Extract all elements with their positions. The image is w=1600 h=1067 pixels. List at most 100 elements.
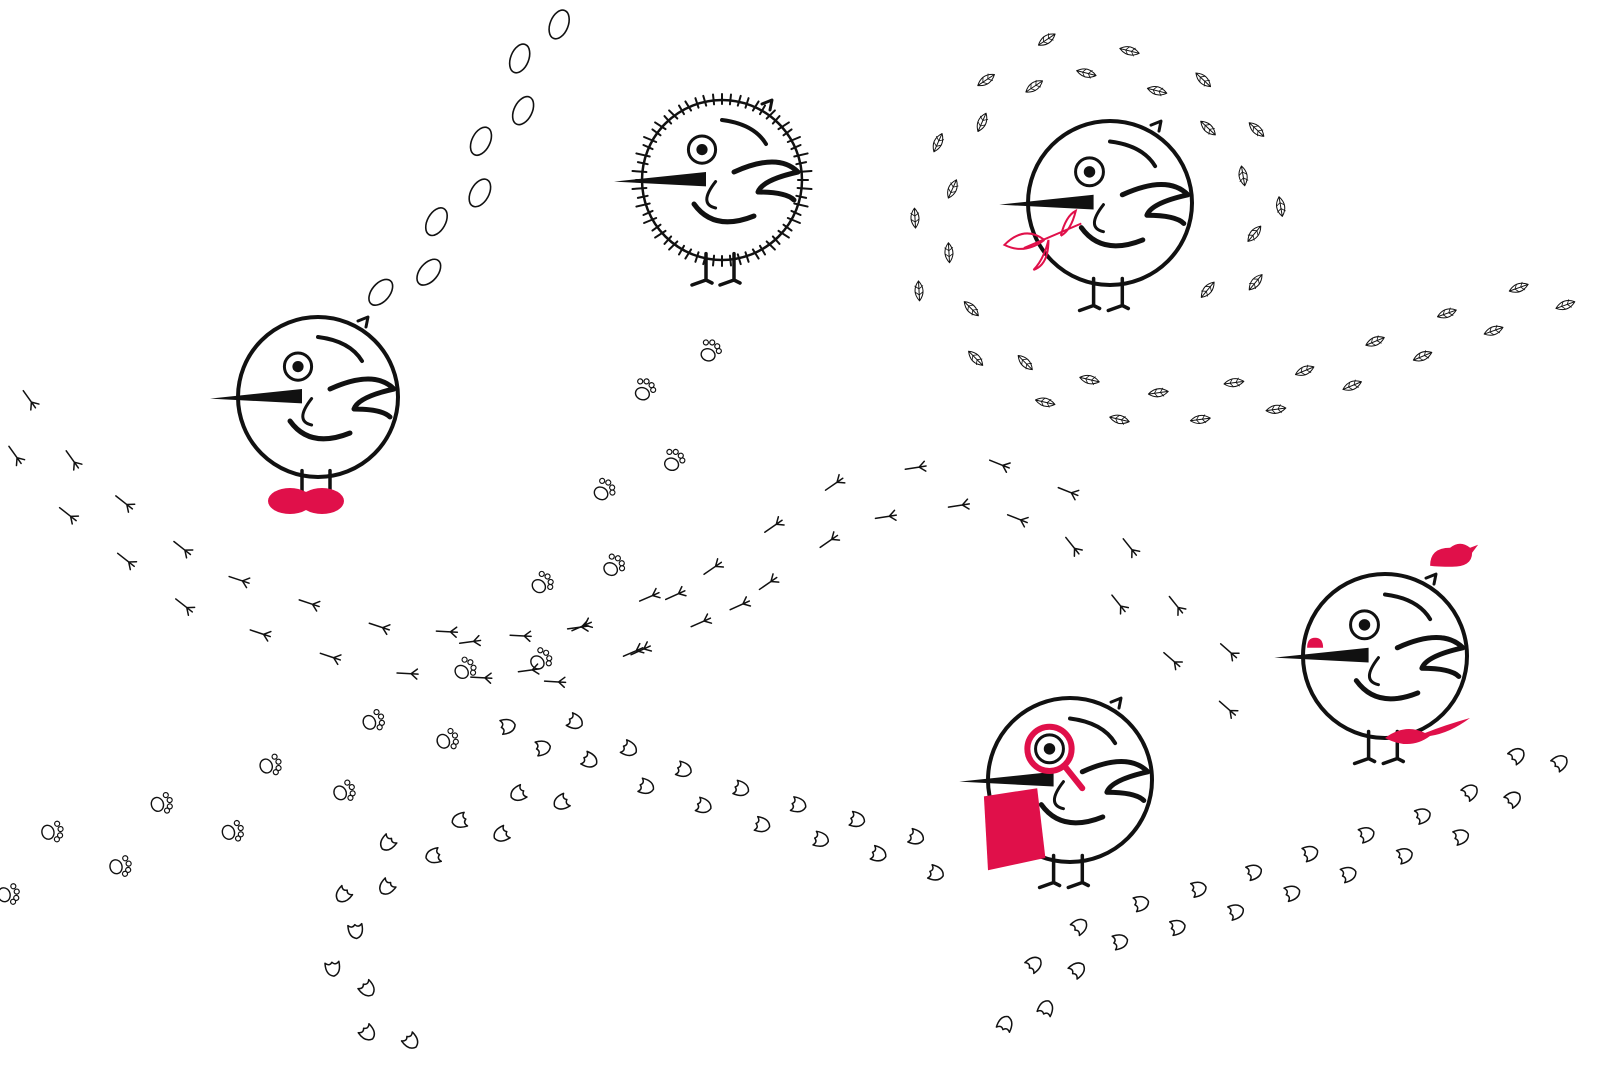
bird-prints-mark xyxy=(65,450,83,471)
hoof-prints-mark xyxy=(1452,829,1470,846)
shoe-prints xyxy=(368,9,570,307)
hoof-prints-mark xyxy=(674,760,692,778)
leaf-trail-mark xyxy=(932,133,945,153)
hoof-prints-mark xyxy=(926,863,944,881)
bird-prints-mark xyxy=(1219,643,1240,662)
beak-icon xyxy=(1274,647,1369,663)
beak-icon xyxy=(210,389,302,404)
bird-prints-mark xyxy=(1218,700,1239,719)
bird-prints-mark xyxy=(819,531,841,549)
leaf-trail-mark xyxy=(963,301,979,317)
magnifier-handle-icon xyxy=(1062,764,1086,792)
leaf-trail-mark xyxy=(1276,196,1286,217)
bird-prints-mark xyxy=(298,599,321,612)
leaf-trail-mark xyxy=(1508,281,1529,293)
shoe-prints-mark xyxy=(548,9,570,40)
bird-prints-mark xyxy=(396,668,419,680)
leaf-trail-mark xyxy=(1195,72,1212,88)
leg-icon xyxy=(1352,729,1377,766)
hoof-prints-mark xyxy=(789,796,807,813)
beak-icon xyxy=(959,771,1054,787)
shoe-prints-mark xyxy=(368,278,394,307)
bird-prints-mark xyxy=(22,389,40,411)
paw-prints-mark xyxy=(41,820,64,843)
bird-prints-mark xyxy=(1111,594,1130,615)
bird-red-shoes xyxy=(210,315,400,514)
hoof-prints-mark xyxy=(1067,962,1086,980)
shoe-prints-mark xyxy=(416,258,442,286)
leaf-trail xyxy=(910,33,1286,302)
bird-prints-mark xyxy=(470,672,493,684)
bird-prints xyxy=(8,389,1240,719)
hoof-prints-mark xyxy=(1506,747,1525,766)
leg-icon xyxy=(718,251,742,287)
paw-prints xyxy=(0,339,722,905)
shoe-prints-mark xyxy=(508,43,531,74)
paw-prints-mark xyxy=(530,647,553,670)
hoof-prints-mark xyxy=(357,1022,376,1041)
leaf-trail-mark xyxy=(1076,68,1097,79)
paw-prints-mark xyxy=(664,448,686,472)
leaf-trail-mark xyxy=(1294,364,1315,376)
leaf-trail-mark xyxy=(1412,350,1433,362)
hoof-prints-mark xyxy=(1227,904,1245,921)
bird-prints-mark xyxy=(703,558,725,576)
leaf-trail-mark xyxy=(1223,377,1245,388)
bird-prints-mark xyxy=(630,641,653,656)
hoof-prints-mark xyxy=(534,740,552,757)
hoof-prints-mark xyxy=(335,884,354,903)
bird-magnifier-book xyxy=(959,696,1154,890)
bird-prints-mark xyxy=(509,630,532,643)
hoof-prints-mark xyxy=(1245,864,1263,882)
hoof-prints-mark xyxy=(499,718,516,736)
hoof-prints-mark xyxy=(580,750,598,768)
hoof-prints-mark xyxy=(1460,784,1478,802)
bird-prints-mark xyxy=(517,663,540,675)
hoof-prints xyxy=(499,712,944,881)
hoof-prints-mark xyxy=(324,960,341,977)
red-leaf-icon xyxy=(1002,208,1082,271)
hoof-prints-mark xyxy=(1069,918,1088,937)
hoof-prints-mark xyxy=(1283,885,1301,903)
bird-prints-mark xyxy=(690,613,713,628)
red-lizard-icon xyxy=(1385,718,1470,745)
leaf-trail-mark xyxy=(1436,307,1457,319)
tracks-layer xyxy=(0,9,1576,1049)
bird-prints-mark xyxy=(228,575,251,589)
bird-prints-mark xyxy=(988,459,1011,474)
hoof-prints-mark xyxy=(1550,755,1568,773)
beak-icon xyxy=(614,172,706,187)
hoof-prints-mark xyxy=(753,815,771,833)
red-shoe-icon xyxy=(268,488,312,514)
bird-small-friends xyxy=(1274,543,1479,766)
hoof-prints-mark xyxy=(347,922,364,940)
hoof-prints-mark xyxy=(732,779,750,797)
magnifier-icon xyxy=(1024,723,1075,774)
hoof-prints-mark xyxy=(1036,1000,1054,1018)
paw-prints-mark xyxy=(700,339,722,362)
bird-prints-mark xyxy=(622,642,645,657)
paw-prints-mark xyxy=(603,553,626,577)
paw-prints-mark xyxy=(221,819,244,842)
hoof-prints-mark xyxy=(1301,845,1319,863)
leaf-trail-mark xyxy=(1119,46,1140,57)
leaf-trail-mark xyxy=(1189,414,1211,424)
hoof-prints-mark xyxy=(848,810,866,828)
eye-icon xyxy=(1349,609,1380,641)
hoof-prints-mark xyxy=(1339,866,1357,884)
leaf-trail-mark xyxy=(1017,355,1033,371)
hoof-prints-mark xyxy=(1111,934,1129,951)
leaf-trail-mark xyxy=(1248,122,1265,137)
hoof-prints-mark xyxy=(1395,847,1413,865)
paw-prints-mark xyxy=(436,727,459,750)
hoof-prints-mark xyxy=(451,811,469,828)
bird-prints-mark xyxy=(249,629,272,642)
leaf-trail-mark xyxy=(1079,374,1100,386)
leaf-trail-mark xyxy=(976,112,989,132)
leaf-trail-mark xyxy=(1555,299,1576,311)
hoof-prints-mark xyxy=(379,833,398,851)
paw-prints-mark xyxy=(531,570,554,594)
bird-leaf xyxy=(999,119,1194,313)
